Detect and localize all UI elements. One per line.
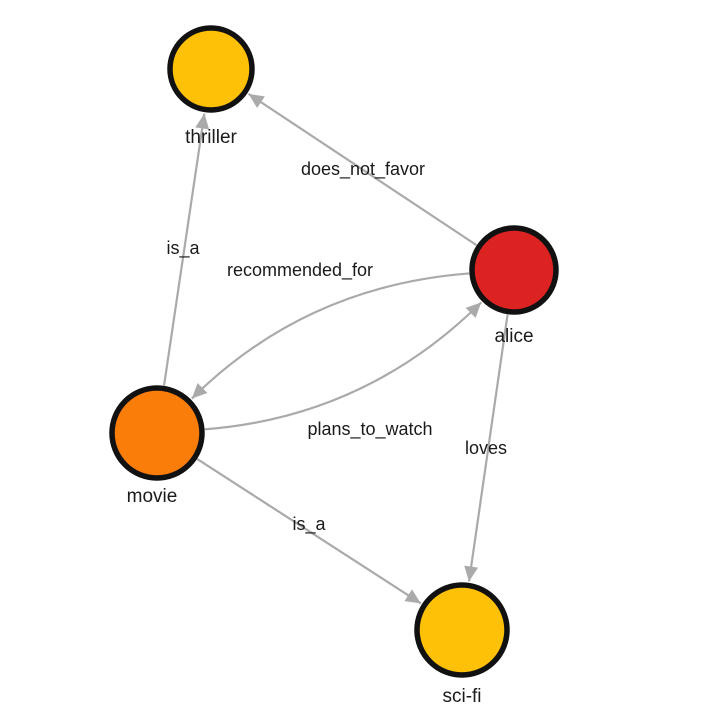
arrow-icon-alice-does_not_favor-thriller [248,93,265,109]
edge-label-movie-is_a-sci-fi: is_a [292,514,326,535]
edge-alice-loves-sci-fi[interactable] [467,314,509,582]
edge-alice-plans_to_watch-movie[interactable] [191,272,470,400]
arrow-icon-movie-is_a-sci-fi [404,589,421,604]
edge-labels-layer: does_not_favor is_a recommended_for plans_t… [166,159,507,535]
node-sci-fi[interactable] [414,582,510,678]
arrow-icon-movie-is_a-thriller [195,113,210,130]
arrow-icon-alice-plans_to_watch-movie [191,383,208,399]
edge-movie-is_a-thriller[interactable] [162,113,206,386]
node-label-thriller: thriller [185,127,237,148]
node-label-alice: alice [494,326,533,347]
edges-layer [162,92,509,605]
node-movie[interactable] [109,385,205,481]
edge-movie-recommended_for-alice[interactable] [204,301,483,431]
node-alice[interactable] [469,225,559,315]
arrow-icon-alice-loves-sci-fi [464,565,479,582]
edge-alice-does_not_favor-thriller[interactable] [247,92,478,247]
edge-label-alice-loves-sci-fi: loves [465,438,507,458]
node-label-sci-fi: sci-fi [442,686,481,707]
nodes-layer [109,25,559,678]
edge-label-alice-does_not_favor-thriller: does_not_favor [301,159,425,180]
node-label-movie: movie [127,486,178,507]
edge-label-alice-plans_to_watch-movie: plans_to_watch [307,419,432,440]
arrow-icon-movie-recommended_for-alice [465,302,482,318]
edge-label-movie-recommended_for-alice: recommended_for [227,260,373,281]
edge-label-movie-is_a-thriller: is_a [166,238,200,259]
node-labels-layer: thriller alice movie sci-fi [127,127,534,707]
edge-movie-is_a-sci-fi[interactable] [196,458,422,605]
node-thriller[interactable] [167,25,255,113]
